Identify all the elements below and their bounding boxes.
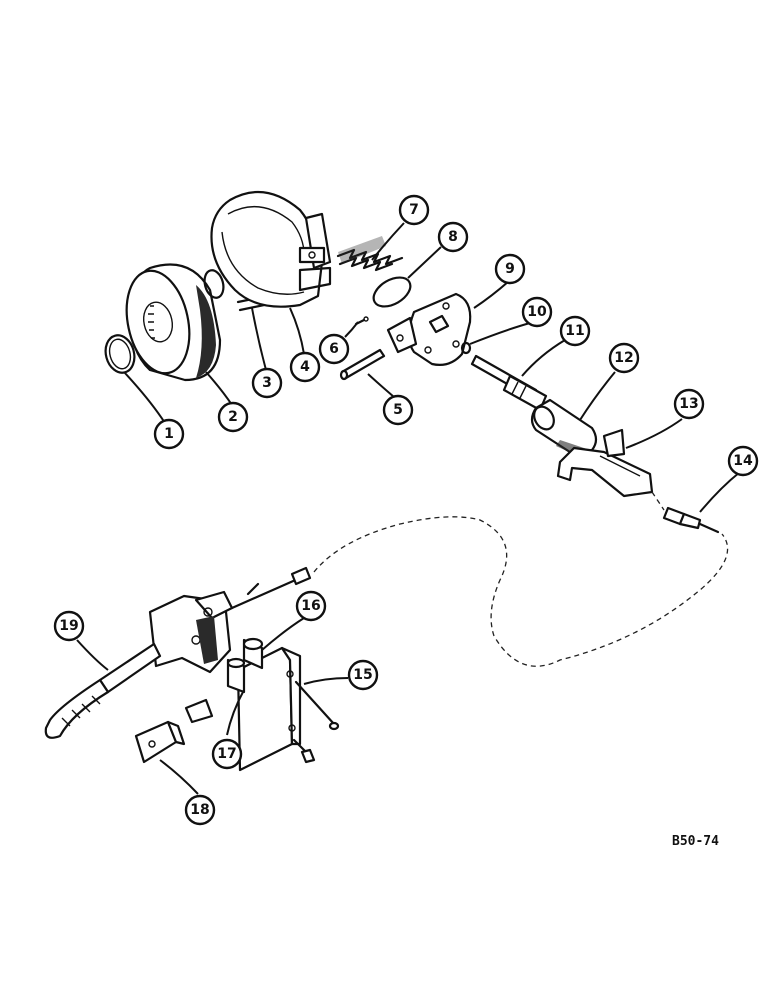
callout-18: 18: [184, 794, 216, 826]
callout-10: 10: [521, 296, 553, 328]
callout-label-13: 13: [679, 396, 698, 412]
mounting-bracket-part: [236, 646, 340, 772]
sleeve-part: [530, 398, 598, 458]
reference-code: B50-74: [672, 834, 719, 849]
clevis-part: [134, 698, 214, 764]
brake-band-part: [210, 190, 332, 308]
callout-17: 17: [211, 738, 243, 770]
callout-12: 12: [608, 342, 640, 374]
callout-label-16: 16: [301, 598, 320, 614]
callout-13: 13: [673, 388, 705, 420]
callout-label-5: 5: [393, 402, 403, 418]
callout-19: 19: [53, 610, 85, 642]
callout-label-17: 17: [217, 746, 236, 762]
callout-11: 11: [559, 315, 591, 347]
callout-label-6: 6: [329, 341, 339, 357]
callout-label-4: 4: [300, 359, 310, 375]
callout-label-14: 14: [733, 453, 753, 469]
callout-3: 3: [251, 367, 283, 399]
spring-part: [336, 236, 404, 272]
callout-label-10: 10: [527, 304, 547, 320]
long-pin-part: [339, 348, 386, 381]
callout-1: 1: [153, 418, 185, 450]
callout-4: 4: [289, 351, 321, 383]
brake-cable: [313, 516, 729, 667]
brake-drum-part: [125, 263, 222, 382]
callout-8: 8: [437, 221, 469, 253]
callout-16: 16: [295, 590, 327, 622]
callout-label-12: 12: [614, 350, 633, 366]
bracket-part: [556, 428, 654, 498]
callout-label-8: 8: [448, 229, 458, 245]
callout-5: 5: [382, 394, 414, 426]
o-ring-part: [372, 276, 412, 308]
bushing-part-upper: [242, 637, 264, 670]
callout-label-3: 3: [262, 375, 272, 391]
housing-part: [386, 292, 472, 366]
callout-label-18: 18: [190, 802, 209, 818]
handbrake-lever-part: [44, 566, 312, 739]
callout-6: 6: [318, 333, 350, 365]
leader-lines: [76, 222, 741, 795]
callout-label-7: 7: [409, 202, 419, 218]
callout-15: 15: [347, 659, 379, 691]
callout-label-9: 9: [505, 261, 515, 277]
cable-fitting-part: [662, 506, 720, 534]
callout-14: 14: [727, 445, 759, 477]
callout-2: 2: [217, 401, 249, 433]
shaft-part: [470, 354, 548, 412]
callout-9: 9: [494, 253, 526, 285]
cable-end-segment: [651, 491, 665, 511]
callout-label-2: 2: [228, 409, 238, 425]
callout-label-19: 19: [59, 618, 78, 634]
bushing-part-lower: [226, 657, 246, 694]
callout-7: 7: [398, 194, 430, 226]
callout-label-15: 15: [353, 667, 372, 683]
callout-label-11: 11: [565, 323, 584, 339]
callout-label-1: 1: [164, 426, 174, 442]
small-ring-part: [460, 341, 472, 355]
